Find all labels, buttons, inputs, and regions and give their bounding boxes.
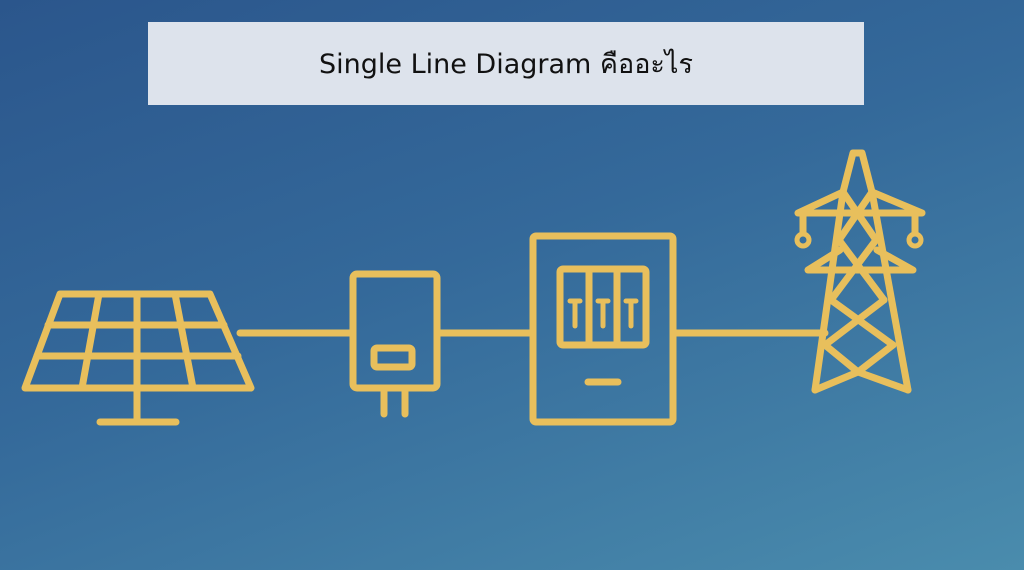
distribution-board-icon xyxy=(529,232,677,426)
title-banner: Single Line Diagram คืออะไร xyxy=(148,22,864,105)
solar-panel-icon xyxy=(21,290,255,426)
transmission-tower-icon xyxy=(794,149,926,394)
page-title: Single Line Diagram คืออะไร xyxy=(318,49,694,80)
inverter-icon xyxy=(349,270,441,418)
